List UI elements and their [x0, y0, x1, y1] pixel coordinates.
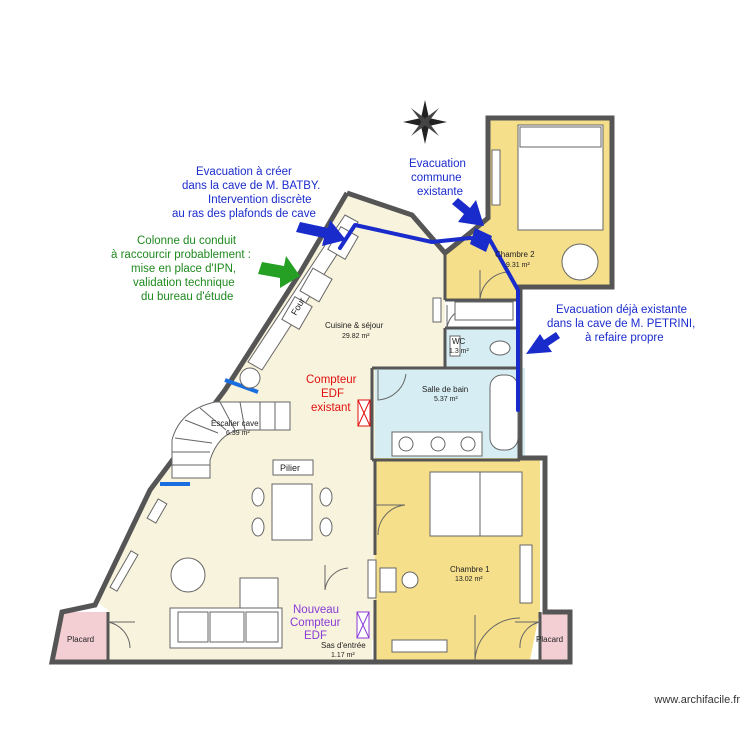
note-evac-common-2: commune	[411, 172, 462, 184]
round-table	[170, 557, 206, 593]
door-front	[474, 615, 521, 661]
note-evac-existing-3: à refaire propre	[585, 332, 664, 344]
oven	[281, 296, 313, 330]
bathtub	[489, 374, 519, 451]
room-area-bathroom: 5.37 m²	[434, 396, 458, 403]
shelf	[432, 297, 442, 323]
note-colonne-3: mise en place d'IPN,	[131, 263, 236, 275]
chair	[319, 487, 333, 507]
sink-3	[460, 436, 476, 452]
chair	[319, 517, 333, 537]
exterior-wall	[48, 115, 615, 665]
blue-wall-mark-1	[224, 378, 259, 394]
desk-bedroom1	[379, 567, 397, 593]
room-label-entrance: Sas d'entrée	[321, 641, 366, 650]
entrance-cabinet	[367, 559, 377, 599]
note-colonne-2: à raccourcir probablement :	[111, 249, 251, 261]
small-cabinet	[146, 498, 168, 524]
room-label-bedroom1: Chambre 1	[450, 565, 490, 574]
sink-1	[398, 436, 414, 452]
room-area-bedroom2: 9.31 m²	[506, 262, 530, 269]
note-compteur-new-1: Nouveau	[293, 604, 339, 616]
compteur-existing-box	[357, 399, 371, 427]
door-entrance	[324, 565, 349, 591]
compass-icon	[403, 100, 447, 144]
note-compteur-existing-2: EDF	[321, 388, 344, 400]
arrow-evac-existing	[526, 332, 560, 354]
staircase	[171, 401, 291, 479]
door-bedroom1	[375, 504, 406, 536]
wc-sink	[449, 335, 461, 357]
room-area-entrance: 1.17 m²	[331, 652, 355, 659]
room-label-wc: WC	[452, 337, 466, 346]
note-compteur-new-3: EDF	[304, 630, 327, 642]
note-evac-create-4: au ras des plafonds de cave	[172, 208, 316, 220]
chair	[251, 517, 265, 537]
round-bath	[561, 243, 599, 281]
dining-table	[271, 483, 313, 541]
room-label-bathroom: Salle de bain	[422, 385, 468, 394]
note-evac-common-3: existante	[417, 186, 463, 198]
room-label-kitchen: Cuisine & séjour	[325, 321, 384, 330]
note-evac-create-1: Evacuation à créer	[196, 166, 292, 178]
note-evac-common-1: Evacuation	[409, 158, 466, 170]
placard-left-floor	[55, 612, 108, 660]
bed-bedroom1	[429, 471, 523, 537]
pillar	[272, 459, 314, 476]
sofa	[169, 607, 283, 649]
note-compteur-existing-1: Compteur	[306, 374, 357, 386]
note-colonne-4: validation technique	[133, 277, 235, 289]
sink-2	[430, 436, 446, 452]
note-evac-create-2: dans la cave de M. BATBY.	[182, 180, 320, 192]
note-colonne-1: Colonne du conduit	[137, 235, 237, 247]
note-compteur-existing-3: existant	[311, 402, 351, 414]
note-evac-existing-1: Evacuation déjà existante	[556, 304, 687, 316]
door-bath	[377, 370, 407, 401]
door-placard-right	[515, 621, 541, 649]
room-area-stairs: 6.39 m²	[226, 430, 250, 437]
pillar-label: Pilier	[280, 463, 300, 473]
pillow	[519, 126, 602, 148]
room-area-kitchen: 29.82 m²	[342, 333, 370, 340]
room-area-wc: 1.3 m²	[449, 348, 470, 355]
room-label-placard-left: Placard	[67, 635, 94, 644]
wardrobe-bedroom2	[491, 149, 501, 206]
arrow-colonne	[258, 256, 300, 288]
room-area-bedroom1: 13.02 m²	[455, 576, 483, 583]
room-label-placard-right: Placard	[536, 635, 563, 644]
wardrobe-bedroom1	[519, 544, 533, 604]
room-label-stairs: Escalier cave	[211, 419, 259, 428]
arrow-evac-common	[452, 198, 484, 226]
desk-bedroom2	[454, 301, 514, 321]
note-colonne-5: du bureau d'étude	[141, 291, 233, 303]
door-bedroom2	[479, 270, 509, 301]
note-evac-create-3: Intervention discrète	[208, 194, 312, 206]
compteur-new-box	[356, 611, 370, 639]
coffee-table	[239, 577, 279, 614]
entrance-shelf	[391, 639, 448, 653]
door-placard-left	[107, 621, 135, 649]
room-label-bedroom2: Chambre 2	[495, 250, 535, 259]
stool	[401, 571, 419, 589]
pipe-marker	[470, 228, 492, 252]
toilet	[489, 340, 511, 356]
placard-right-floor	[540, 612, 568, 660]
evacuation-pipe	[338, 223, 520, 412]
arrow-evac-create	[296, 220, 346, 246]
radiator	[109, 550, 139, 592]
note-compteur-new-2: Compteur	[290, 617, 341, 629]
kitchen-fan	[239, 367, 261, 389]
chair	[251, 487, 265, 507]
watermark: www.archifacile.fr	[654, 694, 740, 706]
cooktop	[299, 267, 333, 303]
note-evac-existing-2: dans la cave de M. PETRINI,	[547, 318, 695, 330]
